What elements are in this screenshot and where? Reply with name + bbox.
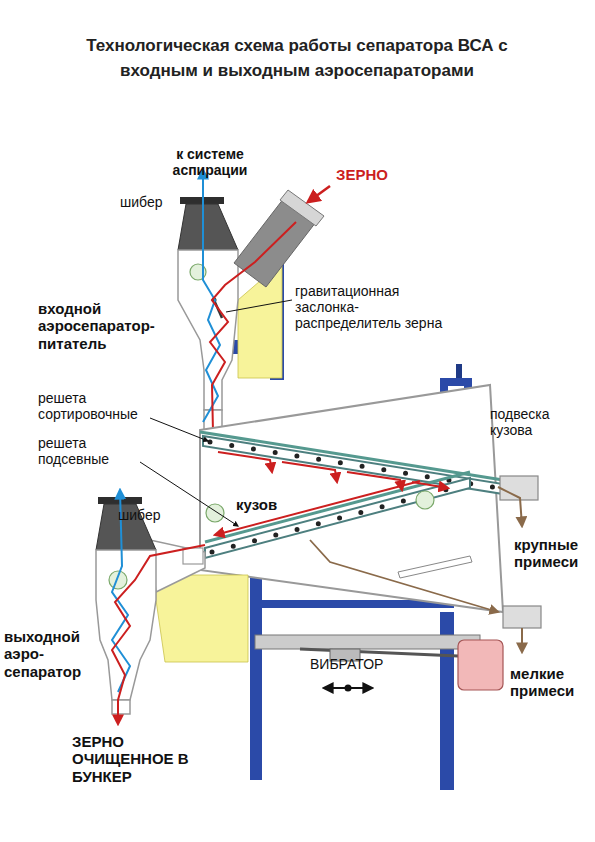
grain-flow-arrow (412, 482, 448, 488)
output-label: крупные примеси (514, 536, 578, 571)
grain-flow-arrow (218, 452, 272, 472)
part-label: решета сортировочные (38, 390, 138, 422)
part-label: гравитационная заслонка-распределитель з… (295, 283, 455, 331)
aeroseparator-body (96, 550, 156, 700)
output-label: мелкие примеси (510, 665, 574, 700)
leader-arrow (150, 418, 208, 441)
fine-impurity-arrow (310, 540, 498, 612)
fine-impurity-arrow (521, 628, 523, 652)
sieve-frame (205, 472, 470, 542)
part-label: подвеска кузова (490, 406, 550, 438)
aspiration-hood (178, 204, 238, 250)
vibration-dot (345, 685, 352, 692)
outlet-pipe (112, 700, 130, 714)
outlet-support (156, 575, 248, 662)
unit-label: входной аэросепаратор-питатель (38, 300, 155, 352)
part-label: кузов (236, 496, 277, 513)
hanger-hook (456, 364, 462, 378)
grain-flow-arrow (282, 462, 337, 482)
grain-flow-arrow (215, 481, 420, 535)
part-label: ВИБРАТОР (310, 656, 383, 672)
grain-flow-line (112, 545, 205, 724)
duct-stub (183, 548, 203, 564)
grain-input-arrow (308, 186, 330, 202)
part-label: шибер (120, 194, 163, 210)
system-outlet-label: к системе аспирации (160, 146, 260, 178)
vibrator-platform (255, 635, 480, 649)
grain-flow-line (210, 222, 296, 432)
part-label: решета подсевные (38, 435, 109, 467)
flow-label: ЗЕРНО (336, 166, 388, 183)
inspection-window (416, 491, 434, 509)
aeroseparator-body (178, 250, 238, 410)
part-label: шибер (118, 507, 161, 523)
frame-post (250, 565, 262, 780)
coarse-impurity-arrow (498, 487, 522, 526)
vibrator-arm (300, 649, 458, 656)
output-label: ЗЕРНО ОЧИЩЕННОЕ В БУНКЕР (72, 733, 190, 785)
leader-line (226, 300, 292, 312)
fine-outlet (503, 606, 541, 628)
motor (458, 640, 503, 690)
outlet-duct (150, 540, 205, 592)
diagram-title: Технологическая схема работы сепаратора … (83, 34, 511, 83)
unit-label: выходной аэро-сепаратор (4, 628, 81, 680)
tray-plate (398, 556, 472, 578)
sieve-balls (212, 485, 464, 552)
undersize-sieve (205, 478, 470, 558)
